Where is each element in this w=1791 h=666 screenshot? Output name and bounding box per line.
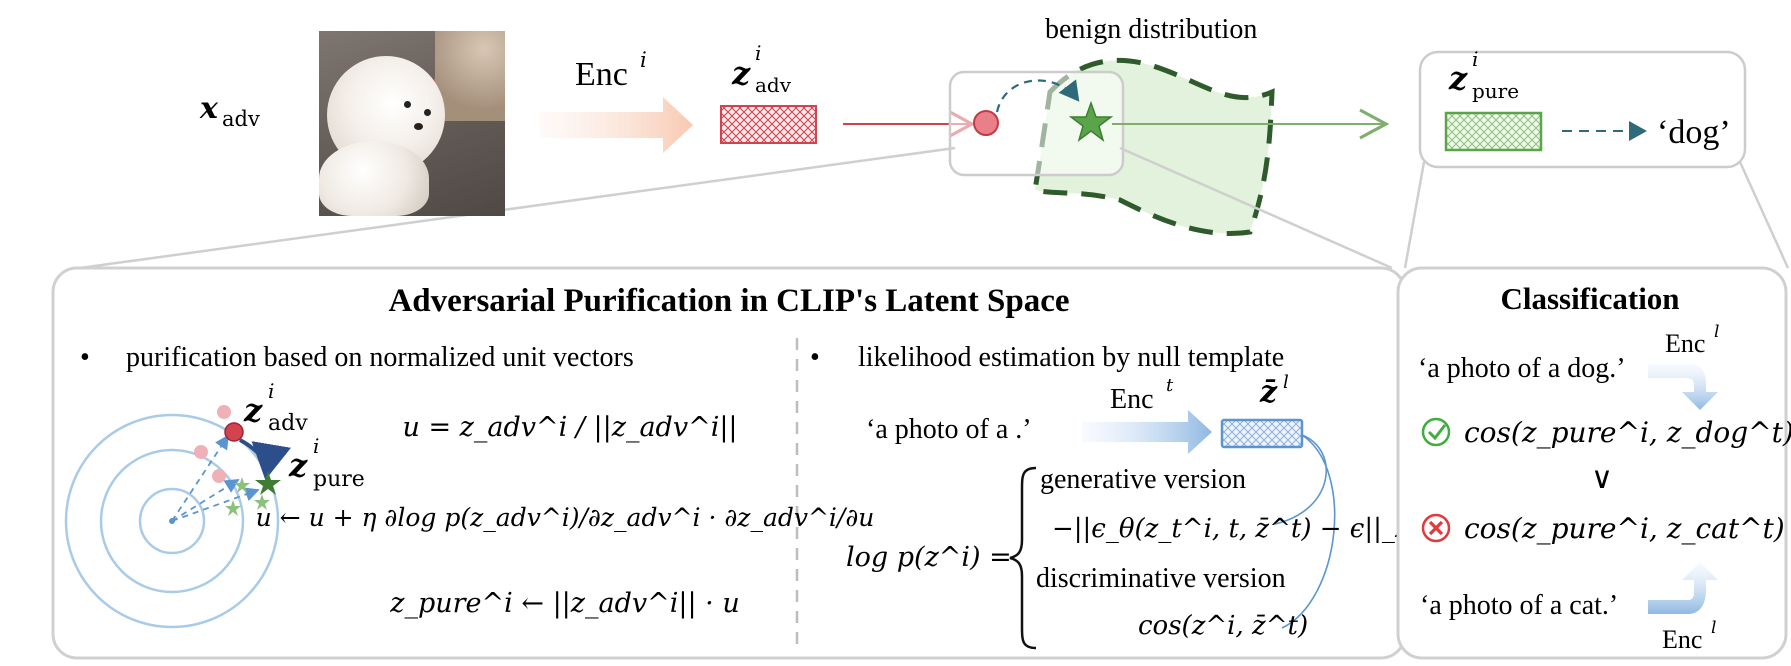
sphere-star-faded-1 (234, 477, 250, 493)
pure-star (1068, 100, 1114, 142)
prompt-dog: ‘a photo of a dog.’ (1418, 353, 1626, 384)
x-adv-sub: adv (222, 107, 260, 131)
embedding-to-discriminative-curve (1281, 434, 1336, 629)
logp-lhs: log p(z^i) = (846, 542, 1012, 573)
z-pure-sub: pure (1472, 79, 1519, 103)
sphere-z-adv-label: z (243, 391, 263, 429)
discriminative-equation: cos(z^i, z̄^t) (1138, 611, 1308, 641)
dog-eye (424, 109, 431, 116)
purification-title: Adversarial Purification in CLIP's Laten… (388, 283, 1069, 319)
cases-brace (1009, 466, 1037, 650)
classification-title: Classification (1500, 281, 1679, 316)
latent-sphere (64, 413, 280, 629)
null-text-embedding (1220, 418, 1304, 449)
z-pure-embedding (1444, 111, 1543, 152)
encoder-sup: i (640, 48, 647, 72)
adv-point (973, 110, 999, 136)
sphere-star-faded-2 (254, 494, 270, 510)
sphere-adv-point (224, 422, 244, 442)
zoom-line-out-left (1403, 161, 1426, 269)
cushion (435, 31, 505, 121)
prompt-cat: ‘a photo of a cat.’ (1420, 590, 1618, 621)
sphere-z-pure-label: z (288, 446, 308, 484)
generative-equation: −||ϵ_θ(z_t^i, t, z̄^t) − ϵ||_2^2 (1052, 514, 1450, 544)
zoom-line-right (1119, 146, 1393, 270)
text-encoder-label: Enc (1110, 384, 1154, 415)
bullet-2-dot: • (810, 342, 820, 373)
sphere-star-faded-3 (225, 500, 241, 516)
purification-dashed-arrow (995, 79, 1080, 113)
dog-encoder-sup: l (1714, 322, 1719, 342)
x-adv-label: x (199, 91, 219, 126)
text-encoder-sup: t (1166, 375, 1174, 396)
z-adv-label: z (731, 54, 751, 92)
adversarial-input-image (319, 31, 505, 216)
bullet-2-text: likelihood estimation by null template (858, 342, 1284, 373)
dog-nose (414, 123, 423, 130)
null-template-text: ‘a photo of a .’ (866, 414, 1032, 445)
dog-encoder-label: Enc (1665, 329, 1705, 358)
vector-to-pure-2 (171, 479, 240, 522)
z-pure-label: z (1448, 59, 1468, 97)
equation-update: u ← u + η ∂log p(z_adv^i)/∂z_adv^i · ∂z_… (256, 503, 875, 532)
dog-back (319, 141, 429, 216)
output-label: ‘dog’ (1657, 114, 1731, 151)
discriminative-version-label: discriminative version (1036, 563, 1286, 594)
purification-step-arrow (239, 438, 291, 480)
adv-sample-3 (212, 469, 226, 483)
z-pure-sup: i (1472, 47, 1478, 71)
z-adv-sup: i (755, 41, 761, 65)
cross-icon (1421, 513, 1451, 543)
cat-encoder-label: Enc (1662, 625, 1702, 654)
zoom-line-out-right (1738, 161, 1790, 269)
text-encoder-arrow (1082, 410, 1212, 454)
vector-to-pure-1 (171, 487, 260, 522)
encoder-label: Enc (575, 56, 628, 93)
encoder-arrow (540, 97, 693, 153)
sphere-z-adv-sup: i (268, 379, 274, 403)
cos-cat-equation: cos(z_pure^i, z_cat^t) (1464, 512, 1785, 545)
adv-sample-1 (217, 405, 231, 419)
cat-encoder-sup: l (1711, 618, 1716, 638)
equation-normalize: u = z_adv^i / ||z_adv^i|| (402, 412, 737, 443)
sphere-pure-star (255, 471, 281, 495)
zbar-sup: l (1283, 372, 1289, 393)
zoom-line-left (79, 146, 956, 270)
adv-sample-2 (194, 445, 208, 459)
equation-rescale: z_pure^i ← ||z_adv^i|| · u (389, 588, 739, 619)
embedding-to-generative-curve (1274, 434, 1327, 525)
benign-distribution-label: benign distribution (1045, 14, 1257, 45)
z-adv-embedding (720, 105, 817, 144)
cat-encoder-arrow (1648, 562, 1718, 614)
sphere-z-adv-sub: adv (268, 411, 308, 436)
check-icon (1421, 417, 1451, 447)
bullet-1-dot: • (80, 342, 90, 373)
comparator-symbol: ∨ (1591, 461, 1613, 496)
zbar-label: z̄ (1259, 375, 1278, 410)
generative-version-label: generative version (1040, 464, 1246, 495)
bullet-1-text: purification based on normalized unit ve… (126, 342, 634, 373)
z-adv-sub: adv (755, 73, 792, 97)
vector-to-adv (171, 434, 229, 522)
dog-encoder-arrow (1648, 364, 1718, 410)
sphere-z-pure-sub: pure (313, 467, 365, 492)
sphere-z-pure-sup: i (313, 434, 319, 458)
dog-eye (404, 101, 411, 108)
cos-dog-equation: cos(z_pure^i, z_dog^t) (1464, 416, 1791, 449)
